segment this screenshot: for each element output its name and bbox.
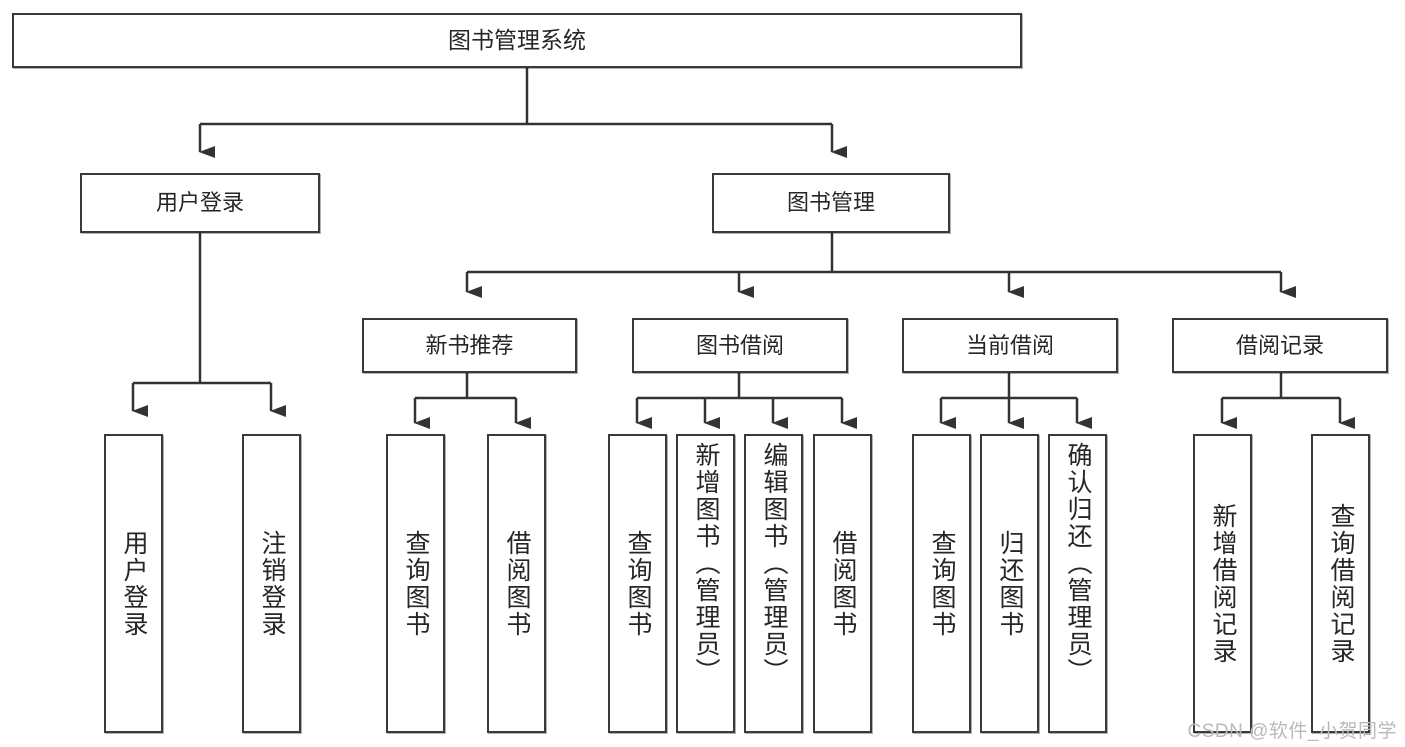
node-new-book-recommend[interactable]: 新书推荐	[362, 318, 577, 373]
node-leaf-query-book-2-label: 查询图书	[624, 529, 652, 638]
node-leaf-add-book[interactable]: 新增图书（管理员）	[676, 434, 735, 733]
node-leaf-add-record-label: 新增借阅记录	[1209, 502, 1237, 665]
node-leaf-edit-book-label: 编辑图书（管理员）	[760, 442, 788, 685]
node-leaf-query-record-label: 查询借阅记录	[1327, 502, 1355, 665]
node-leaf-return-book-label: 归还图书	[996, 529, 1024, 638]
node-leaf-user-logout-label: 注销登录	[258, 529, 286, 638]
node-leaf-query-record[interactable]: 查询借阅记录	[1311, 434, 1370, 733]
node-leaf-add-book-label: 新增图书（管理员）	[692, 442, 720, 685]
node-leaf-query-book-1-label: 查询图书	[402, 529, 430, 638]
node-leaf-return-book[interactable]: 归还图书	[980, 434, 1039, 733]
node-leaf-borrow-book-2-label: 借阅图书	[829, 529, 857, 638]
node-leaf-user-logout[interactable]: 注销登录	[242, 434, 301, 733]
node-new-book-recommend-label: 新书推荐	[425, 332, 514, 358]
node-leaf-confirm-return[interactable]: 确认归还（管理员）	[1048, 434, 1107, 733]
node-root-label: 图书管理系统	[448, 26, 586, 53]
node-borrow-record[interactable]: 借阅记录	[1172, 318, 1388, 373]
node-current-borrow[interactable]: 当前借阅	[902, 318, 1118, 373]
node-current-borrow-label: 当前借阅	[965, 332, 1054, 358]
node-user-login[interactable]: 用户登录	[80, 173, 320, 233]
node-root[interactable]: 图书管理系统	[12, 13, 1022, 68]
csdn-watermark: CSDN @软件_小贺同学	[1187, 721, 1397, 742]
node-leaf-borrow-book-1-label: 借阅图书	[503, 529, 531, 638]
node-user-login-label: 用户登录	[155, 190, 244, 216]
node-book-borrow-label: 图书借阅	[695, 332, 784, 358]
node-leaf-user-login-label: 用户登录	[120, 529, 148, 638]
node-leaf-query-book-1[interactable]: 查询图书	[386, 434, 445, 733]
node-leaf-user-login[interactable]: 用户登录	[104, 434, 163, 733]
node-borrow-record-label: 借阅记录	[1235, 332, 1324, 358]
node-book-manage[interactable]: 图书管理	[712, 173, 950, 233]
node-leaf-confirm-return-label: 确认归还（管理员）	[1064, 442, 1092, 685]
node-leaf-add-record[interactable]: 新增借阅记录	[1193, 434, 1252, 733]
node-leaf-edit-book[interactable]: 编辑图书（管理员）	[744, 434, 803, 733]
node-leaf-query-book-2[interactable]: 查询图书	[608, 434, 667, 733]
node-leaf-query-book-3-label: 查询图书	[928, 529, 956, 638]
node-leaf-borrow-book-1[interactable]: 借阅图书	[487, 434, 546, 733]
node-leaf-borrow-book-2[interactable]: 借阅图书	[813, 434, 872, 733]
node-leaf-query-book-3[interactable]: 查询图书	[912, 434, 971, 733]
node-book-borrow[interactable]: 图书借阅	[632, 318, 848, 373]
node-book-manage-label: 图书管理	[786, 190, 875, 216]
